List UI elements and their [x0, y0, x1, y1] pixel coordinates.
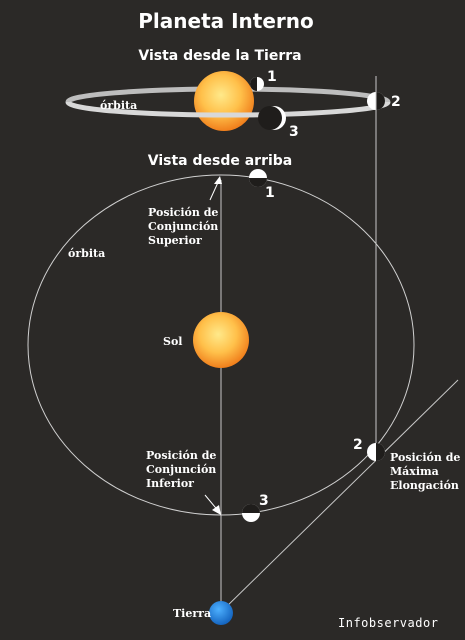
side-orbit-label: órbita [100, 99, 137, 112]
max-elongation-line-2: Máxima [390, 465, 439, 478]
side-orbit-front [65, 100, 391, 118]
inferior-conjunction-line-1: Posición de [146, 449, 216, 462]
credit-label: Infobservador [338, 616, 438, 630]
side-view-heading: Vista desde la Tierra [138, 48, 301, 64]
top-sun [193, 312, 249, 368]
earth-label: Tierra [173, 607, 211, 620]
side-position-3: 3 [289, 124, 299, 140]
top-position-3: 3 [259, 493, 269, 509]
sun-label: Sol [163, 335, 182, 348]
side-position-2: 2 [391, 94, 401, 110]
earth-icon [209, 601, 233, 625]
side-position-1: 1 [267, 69, 277, 85]
inferior-conjunction-line-2: Conjunción [146, 463, 216, 476]
top-position-1: 1 [265, 185, 275, 201]
tangent-line [220, 379, 459, 613]
max-elongation-line-3: Elongación [390, 479, 459, 492]
top-view-heading: Vista desde arriba [148, 153, 293, 169]
superior-conjunction-line-3: Superior [148, 234, 202, 247]
superior-conjunction-line-2: Conjunción [148, 220, 218, 233]
top-position-2: 2 [353, 437, 363, 453]
side-sun [194, 71, 254, 131]
inferior-conjunction-line-3: Inferior [146, 477, 194, 490]
superior-conjunction-line-1: Posición de [148, 206, 218, 219]
max-elongation-line-1: Posición de [390, 451, 460, 464]
page-title: Planeta Interno [138, 9, 313, 33]
top-orbit-label: órbita [68, 247, 105, 260]
